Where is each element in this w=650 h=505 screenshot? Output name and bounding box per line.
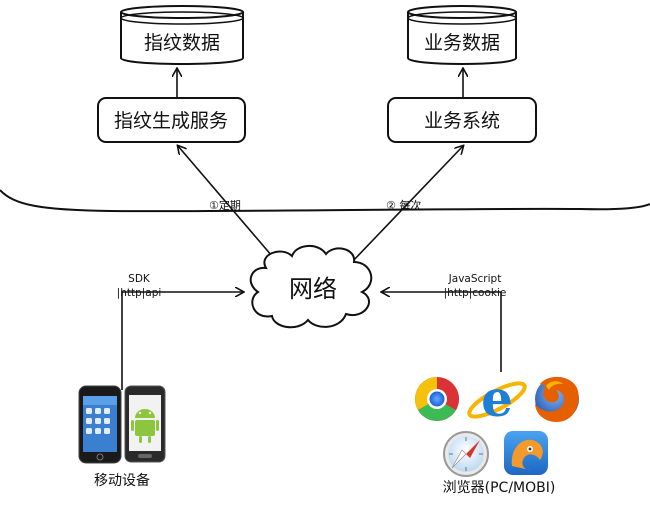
periodic-label: ①定期 bbox=[209, 198, 241, 212]
business-system-label: 业务系统 bbox=[424, 110, 500, 132]
arrow-browser-to-network bbox=[382, 292, 502, 372]
mobile-protocol-line2: |http|api bbox=[117, 287, 162, 299]
fingerprint-service-box: 指纹生成服务 bbox=[97, 97, 246, 143]
mobile-protocol-line1: SDK bbox=[128, 273, 151, 285]
android-phone-icon bbox=[124, 385, 166, 463]
fingerprint-database-label: 指纹数据 bbox=[144, 32, 220, 54]
browser-protocol-line1: JavaScript bbox=[448, 273, 502, 285]
browsers-label: 浏览器(PC/MOBI) bbox=[443, 480, 556, 496]
business-database-label: 业务数据 bbox=[424, 32, 500, 54]
browser-protocol-line2: |http|cookie bbox=[444, 287, 507, 299]
fingerprint-service-label: 指纹生成服务 bbox=[114, 110, 228, 132]
arrow-mobile-to-network bbox=[121, 292, 243, 390]
arrow-network-to-business-system bbox=[351, 146, 463, 263]
network-cloud: 网络 bbox=[249, 245, 373, 329]
arrow-network-to-fingerprint-service bbox=[178, 146, 273, 257]
mobile-devices-label: 移动设备 bbox=[94, 472, 150, 489]
firefox-icon bbox=[535, 376, 579, 423]
business-database: 业务数据 bbox=[407, 5, 517, 65]
boundary-line bbox=[0, 189, 650, 213]
uc-browser-icon bbox=[504, 431, 548, 475]
each-time-label: ② 每次 bbox=[386, 198, 421, 212]
network-label: 网络 bbox=[289, 275, 337, 303]
chrome-icon bbox=[415, 377, 459, 421]
fingerprint-database: 指纹数据 bbox=[120, 5, 244, 65]
iphone-icon bbox=[78, 385, 122, 464]
safari-icon bbox=[443, 431, 489, 477]
business-system-box: 业务系统 bbox=[387, 97, 537, 143]
ie-icon: e bbox=[467, 369, 527, 428]
svg-text:e: e bbox=[481, 369, 513, 428]
